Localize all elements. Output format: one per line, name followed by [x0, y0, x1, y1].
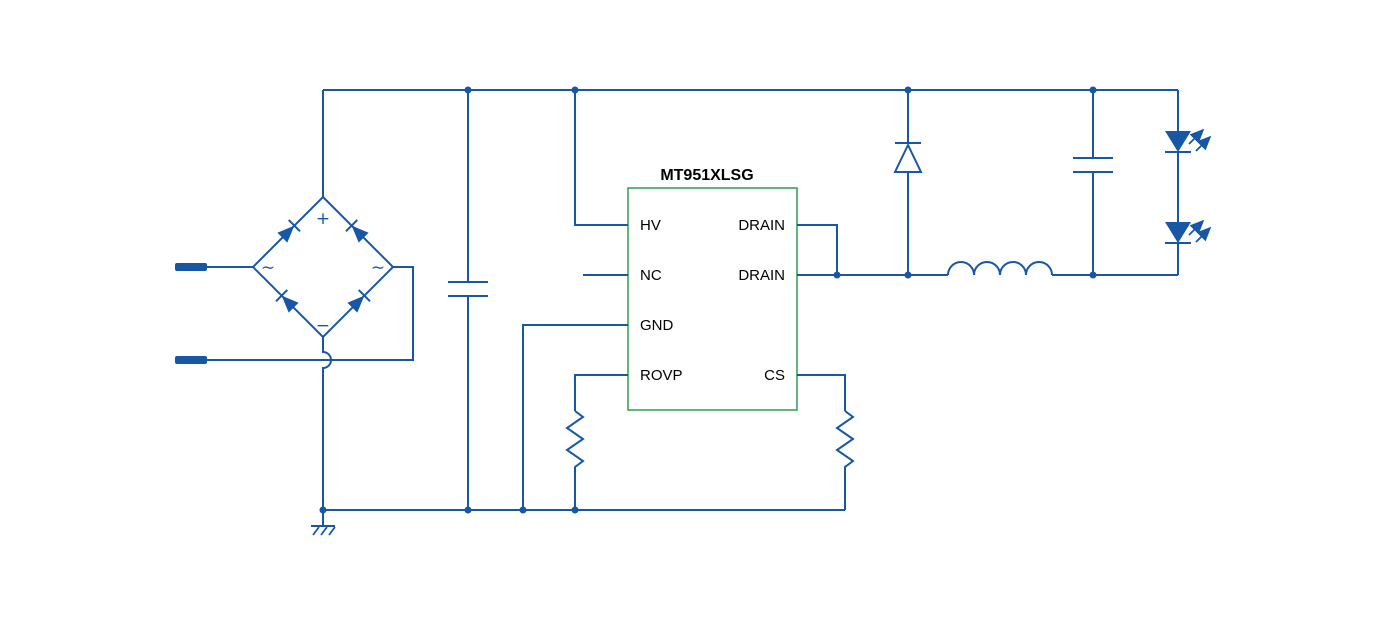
junction-dot — [1089, 86, 1097, 94]
junction-dot — [571, 86, 579, 94]
pin-label-rovp: ROVP — [640, 367, 683, 384]
rovp-resistor — [565, 410, 585, 510]
gnd-wire — [522, 324, 628, 510]
junction-dot — [464, 86, 472, 94]
ac-terminal-line — [175, 263, 207, 271]
junction-dot — [519, 506, 527, 514]
output-capacitor — [1073, 90, 1113, 275]
ic-body — [627, 187, 798, 411]
junction-dot — [571, 506, 579, 514]
freewheeling-diode — [893, 90, 923, 275]
junction-dot — [319, 506, 327, 514]
rovp-wire — [574, 374, 628, 411]
led-emission-arrow — [1188, 219, 1205, 236]
pin-label-nc: NC — [640, 267, 662, 284]
ac-wire-bottom — [207, 266, 414, 361]
hv-wire — [574, 90, 628, 226]
cs-wire — [797, 374, 846, 411]
junction-dot — [1089, 271, 1097, 279]
ac-input-terminals — [175, 263, 414, 364]
ac-terminal-neutral — [175, 356, 207, 364]
ground-symbol — [311, 510, 336, 536]
controller-ic: MT951XLSG HV NC GND ROVP DRAIN DRAIN CS — [627, 167, 798, 411]
ic-title: MT951XLSG — [660, 167, 753, 184]
led-emission-arrow — [1188, 128, 1205, 145]
pin-label-drain2: DRAIN — [738, 267, 785, 284]
bridge-minus-label: − — [316, 316, 330, 336]
drain1-wire — [797, 224, 838, 275]
bridge-rectifier: + − ∼ ∼ — [251, 90, 395, 510]
pin-label-drain1: DRAIN — [738, 217, 785, 234]
led-1 — [1165, 128, 1212, 153]
output-inductor — [947, 261, 1053, 276]
led-2 — [1165, 219, 1212, 244]
led-string — [1165, 90, 1212, 275]
junction-dot — [904, 86, 912, 94]
junction-dot — [833, 271, 841, 279]
bridge-ac-left-label: ∼ — [261, 258, 275, 278]
pin-label-gnd: GND — [640, 317, 674, 334]
pin-label-cs: CS — [764, 367, 785, 384]
bridge-diamond — [251, 195, 395, 339]
bridge-ac-right-label: ∼ — [371, 258, 385, 278]
junction-dot — [464, 506, 472, 514]
bridge-diode-bottom-right — [347, 289, 371, 313]
junction-dots — [319, 86, 1097, 514]
led-emission-arrow — [1195, 226, 1212, 243]
pin-wires — [522, 90, 846, 510]
led-emission-arrow — [1195, 135, 1212, 152]
bridge-plus-label: + — [316, 209, 330, 229]
pin-label-hv: HV — [640, 217, 661, 234]
bridge-to-bottom-rail-wire — [322, 337, 332, 510]
bulk-capacitor — [448, 90, 488, 510]
bridge-diode-top-right — [345, 219, 369, 243]
junction-dot — [904, 271, 912, 279]
bridge-diode-bottom-left — [275, 289, 299, 313]
bridge-diode-top-left — [277, 219, 301, 243]
cs-resistor — [835, 410, 855, 510]
